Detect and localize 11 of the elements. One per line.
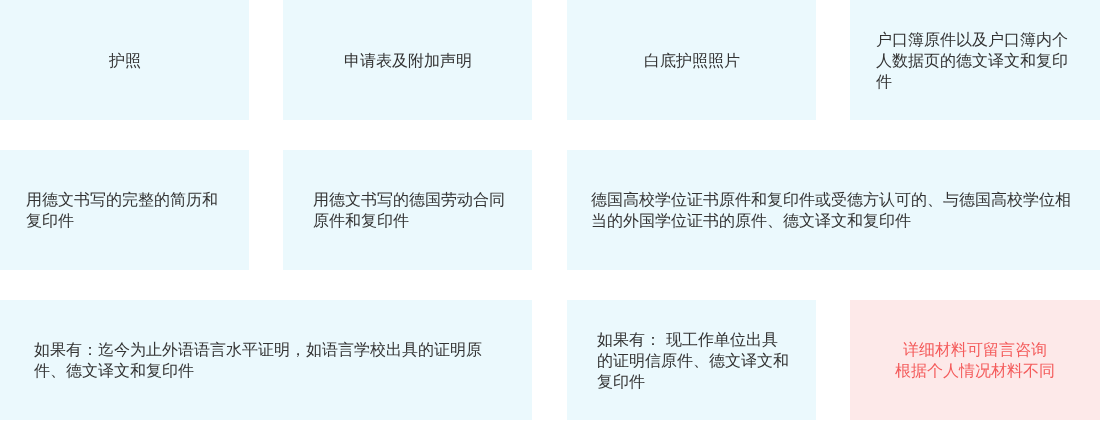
card-text: 护照 (108, 49, 141, 71)
card-text: 用德文书写的德国劳动合同原件和复印件 (313, 189, 506, 231)
card-text: 德国高校学位证书原件和复印件或受德方认可的、与德国高校学位相当的外国学位证书的原件、德文译文和复印件 (591, 189, 1072, 231)
card-text: 白底护照照片 (643, 49, 740, 71)
card-text: 申请表及附加声明 (343, 49, 472, 71)
card-text: 用德文书写的完整的简历和复印件 (26, 189, 219, 231)
card-text: 户口簿原件以及户口簿内个人数据页的德文译文和复印件 (876, 28, 1069, 92)
card-text: 根据个人情况材料不同 (895, 360, 1055, 381)
card-text: 如果有： 现工作单位出具的证明信原件、德文译文和复印件 (597, 328, 790, 392)
card-text: 详细材料可留言咨询 (903, 339, 1047, 360)
card-text: 如果有：迄今为止外语语言水平证明，如语言学校出具的证明原件、德文译文和复印件 (34, 339, 483, 381)
